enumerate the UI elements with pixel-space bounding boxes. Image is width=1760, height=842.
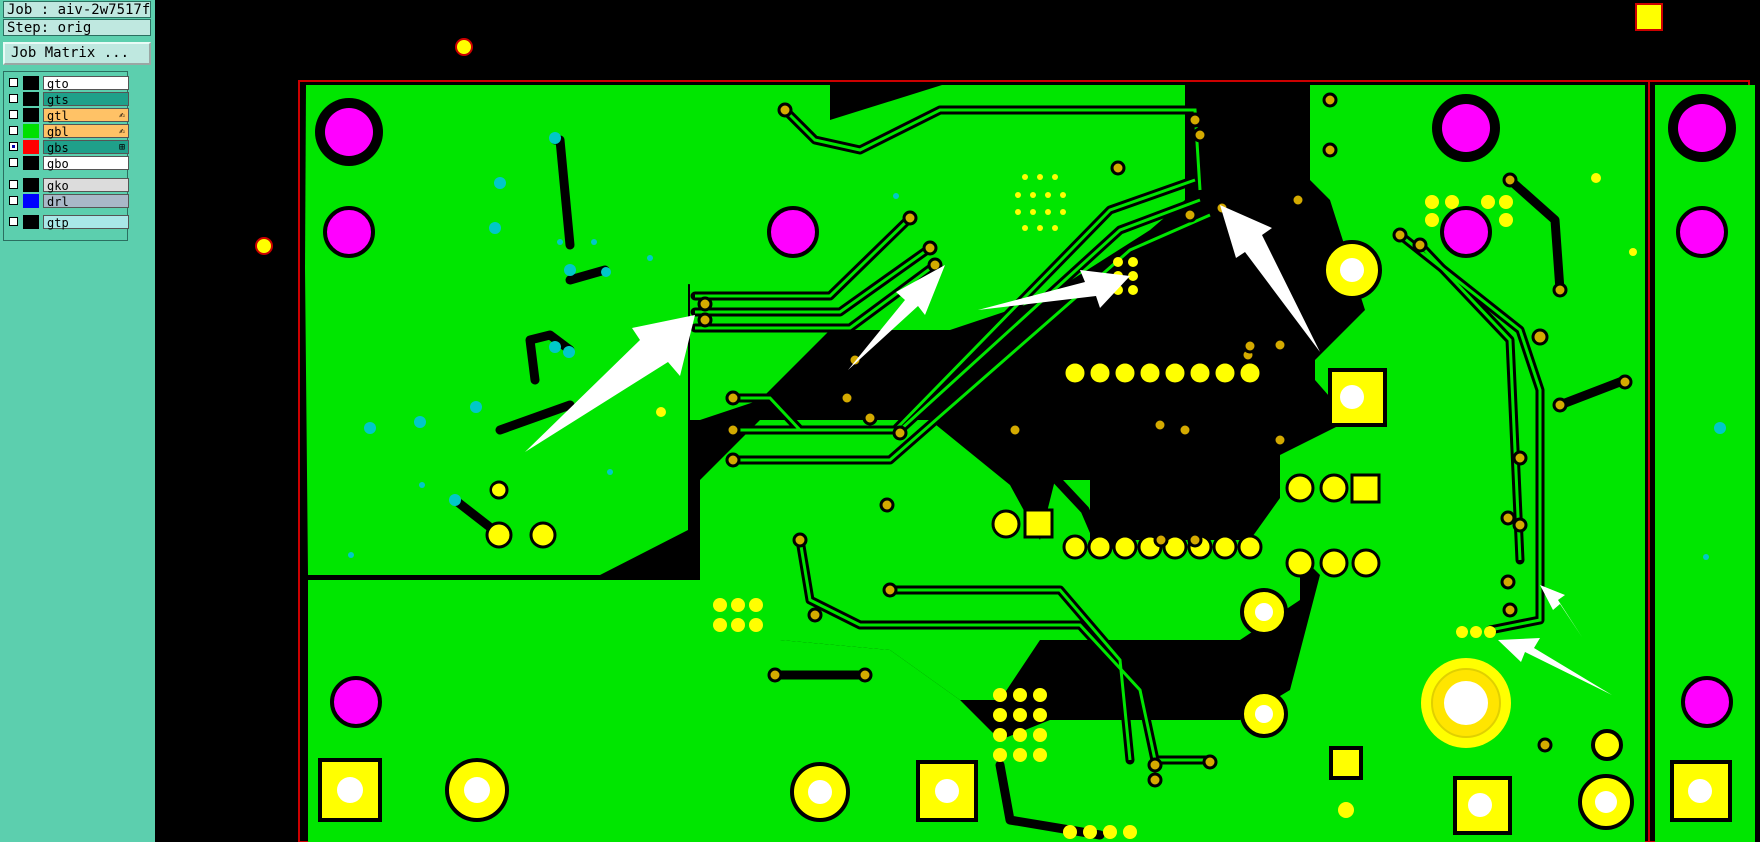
stray-pad (1635, 3, 1663, 31)
layer-row-gtl[interactable]: gtl✍ (7, 108, 129, 123)
layer-row-gts[interactable]: gts (7, 92, 129, 107)
arrow-left (525, 315, 695, 452)
layer-tag-icon: ✍ (118, 126, 125, 137)
annotation-arrows (525, 205, 1612, 695)
layer-row-gto[interactable]: gto (7, 76, 129, 91)
layer-tag-icon: ✍ (118, 110, 125, 121)
layer-checkbox[interactable] (9, 126, 18, 135)
layer-checkbox[interactable] (9, 180, 18, 189)
layer-color-swatch[interactable] (23, 76, 39, 90)
copper-pours (305, 85, 1755, 842)
layer-name[interactable]: drl (43, 194, 129, 209)
layer-name[interactable]: gtp (43, 215, 129, 230)
layer-checkbox[interactable] (9, 142, 18, 151)
layer-row-drl[interactable]: drl (7, 194, 129, 209)
layer-sidebar: Job : aiv-2w7517f Step: orig Job Matrix … (0, 0, 155, 842)
layer-name[interactable]: gbs⊞ (43, 140, 129, 155)
arrow-right-upper (1220, 205, 1320, 352)
arrow-right-small (1540, 585, 1582, 637)
layer-row-gko[interactable]: gko (7, 178, 129, 193)
layer-checkbox[interactable] (9, 78, 18, 87)
layer-checkbox[interactable] (9, 217, 18, 226)
layer-color-swatch[interactable] (23, 92, 39, 106)
layer-checkbox[interactable] (9, 158, 18, 167)
stray-via (455, 38, 473, 56)
arrow-center-left (848, 265, 945, 370)
layer-color-swatch[interactable] (23, 140, 39, 154)
layer-color-swatch[interactable] (23, 124, 39, 138)
layer-row-gtp[interactable]: gtp (7, 215, 129, 230)
via-grids (492, 173, 1637, 839)
layer-name[interactable]: gto (43, 76, 129, 91)
cyan-vias (348, 132, 1726, 560)
job-matrix-button[interactable]: Job Matrix ... (3, 42, 151, 65)
layer-tag-icon: ⊞ (118, 142, 125, 153)
layer-name[interactable]: gbl✍ (43, 124, 129, 139)
layer-name[interactable]: gbo (43, 156, 129, 171)
layer-checkbox[interactable] (9, 196, 18, 205)
layer-color-swatch[interactable] (23, 178, 39, 192)
layer-row-gbo[interactable]: gbo (7, 156, 129, 171)
layer-checkbox[interactable] (9, 94, 18, 103)
layer-row-gbl[interactable]: gbl✍ (7, 124, 129, 139)
layer-name[interactable]: gts (43, 92, 129, 107)
layer-color-swatch[interactable] (23, 194, 39, 208)
mounting-holes (315, 94, 1736, 728)
job-label: Job : aiv-2w7517f (3, 1, 151, 18)
layer-name[interactable]: gko (43, 178, 129, 193)
layer-color-swatch[interactable] (23, 108, 39, 122)
layer-name[interactable]: gtl✍ (43, 108, 129, 123)
layer-color-swatch[interactable] (23, 156, 39, 170)
layer-checkbox[interactable] (9, 110, 18, 119)
layer-row-gbs[interactable]: gbs⊞ (7, 140, 129, 155)
pcb-canvas[interactable] (155, 0, 1760, 842)
large-pads (318, 240, 1732, 835)
arrow-center (978, 270, 1130, 310)
arrow-right-lower (1498, 638, 1612, 695)
layer-color-swatch[interactable] (23, 215, 39, 229)
trace-vias (697, 92, 1633, 788)
step-label: Step: orig (3, 19, 151, 36)
stray-via (255, 237, 273, 255)
